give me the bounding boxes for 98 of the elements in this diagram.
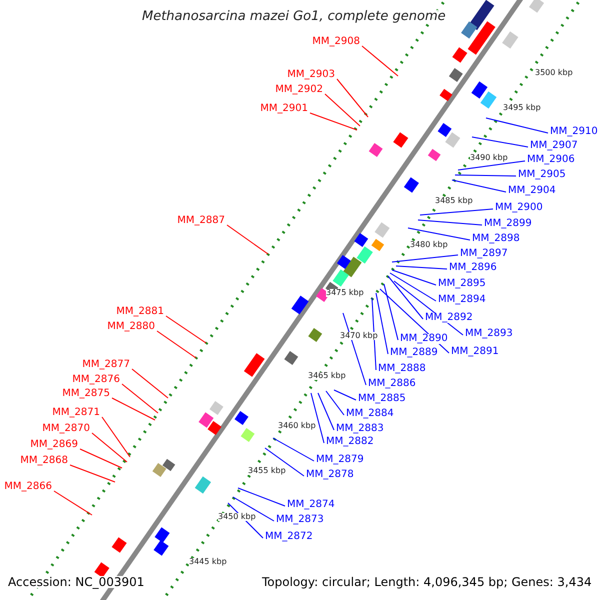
gene-label: MM_2903 [287, 70, 335, 80]
leader-line [310, 392, 324, 444]
leader-line [92, 432, 128, 462]
gene-label: MM_2881 [116, 307, 164, 317]
gene-label: MM_2905 [518, 170, 566, 180]
gene-label: MM_2882 [326, 437, 374, 447]
leader-line [384, 284, 398, 340]
leader-line [334, 390, 356, 400]
gene-label: MM_2897 [460, 249, 508, 259]
leader-line [392, 254, 458, 262]
leader-line [122, 384, 158, 414]
gene-label: MM_2889 [390, 348, 438, 358]
gene-label: MM_2884 [346, 409, 394, 419]
leader-line [390, 272, 436, 302]
gene-label: MM_2868 [20, 456, 68, 466]
leader-line [472, 136, 528, 148]
leader-line [408, 228, 470, 240]
leader-line [54, 490, 92, 516]
leader-line [238, 488, 286, 506]
scale-label: 3450 kbp [218, 513, 256, 521]
gene-label: MM_2885 [358, 394, 406, 404]
leader-line [452, 180, 506, 192]
scale-label: 3475 kbp [326, 289, 364, 297]
gene-label: MM_2874 [287, 500, 335, 510]
leader-line [324, 94, 360, 126]
scale-label: 3485 kbp [435, 197, 473, 205]
gene-label: MM_2879 [316, 455, 364, 465]
gene-label: MM_2907 [530, 141, 578, 151]
title: Methanosarcina mazei Go1, complete genome [142, 10, 446, 23]
gene-label: MM_2895 [438, 279, 486, 289]
scale-label: 3465 kbp [308, 372, 346, 380]
gene-label: MM_2876 [72, 375, 120, 385]
gene-label: MM_2899 [484, 219, 532, 229]
scale-label: 3490 kbp [470, 154, 508, 162]
gene-label: MM_2910 [550, 127, 598, 137]
gene-label: MM_2904 [508, 186, 556, 196]
gene-label: MM_2888 [378, 364, 426, 374]
gene-label: MM_2886 [368, 379, 416, 389]
scale-label: 3445 kbp [189, 558, 227, 566]
gene-label: MM_2901 [260, 104, 308, 114]
gene-label: MM_2866 [4, 482, 52, 492]
scale-label: 3470 kbp [340, 332, 378, 340]
gene-label: MM_2875 [62, 389, 110, 399]
gene-label: MM_2908 [312, 37, 360, 47]
leader-line [458, 160, 526, 170]
gene-label: MM_2887 [177, 216, 225, 226]
gene-label: MM_2890 [400, 334, 448, 344]
gene-label: MM_2872 [265, 532, 313, 542]
gene-label: MM_2878 [306, 470, 354, 480]
leader-line [102, 416, 130, 458]
leader-line [166, 316, 206, 344]
leader-line [264, 448, 304, 476]
leader-line [272, 438, 314, 462]
leader-line [392, 270, 436, 286]
gene-label: MM_2891 [451, 347, 499, 357]
gene-label: MM_2877 [82, 360, 130, 370]
accession-label: Accession: NC_003901 [8, 576, 144, 588]
scale-label: 3455 kbp [248, 467, 286, 475]
gene-label: MM_2896 [449, 263, 497, 273]
genome-info: Topology: circular; Length: 4,096,345 bp; Genes: 3,434 [262, 576, 592, 588]
gene-label: MM_2894 [438, 295, 486, 305]
leader-line [326, 390, 344, 416]
leader-line [70, 464, 116, 482]
gene-label: MM_2898 [472, 234, 520, 244]
scale-label: 3495 kbp [503, 104, 541, 112]
leader-line [336, 78, 368, 118]
leader-line [362, 46, 398, 76]
leader-line [376, 292, 388, 354]
leader-line [396, 266, 448, 270]
leader-line [486, 118, 548, 134]
leader-line [454, 174, 516, 176]
leader-line [232, 496, 274, 522]
scale-label: 3460 kbp [278, 422, 316, 430]
gene-label: MM_2892 [425, 313, 473, 323]
gene-label: MM_2869 [30, 440, 78, 450]
leader-line [342, 312, 366, 386]
leader-line [420, 208, 494, 216]
leader-line [226, 224, 268, 254]
leader-line [132, 368, 168, 398]
leader-line [80, 448, 122, 468]
leader-line [372, 298, 376, 370]
leader-line [156, 330, 196, 358]
leader-line [388, 276, 424, 320]
gene-label: MM_2900 [495, 203, 543, 213]
scale-label: 3500 kbp [535, 69, 573, 77]
gene-label: MM_2871 [52, 408, 100, 418]
gene-label: MM_2873 [276, 515, 324, 525]
leader-line [310, 112, 358, 130]
gene-label: MM_2883 [336, 424, 384, 434]
gene-label: MM_2880 [107, 322, 155, 332]
leader-line [112, 398, 156, 420]
leader-line [318, 392, 334, 430]
gene-label: MM_2893 [465, 329, 513, 339]
gene-label: MM_2906 [527, 155, 575, 165]
gene-label: MM_2870 [42, 424, 90, 434]
leader-line [418, 220, 482, 226]
gene-label: MM_2902 [275, 85, 323, 95]
scale-label: 3480 kbp [410, 241, 448, 249]
